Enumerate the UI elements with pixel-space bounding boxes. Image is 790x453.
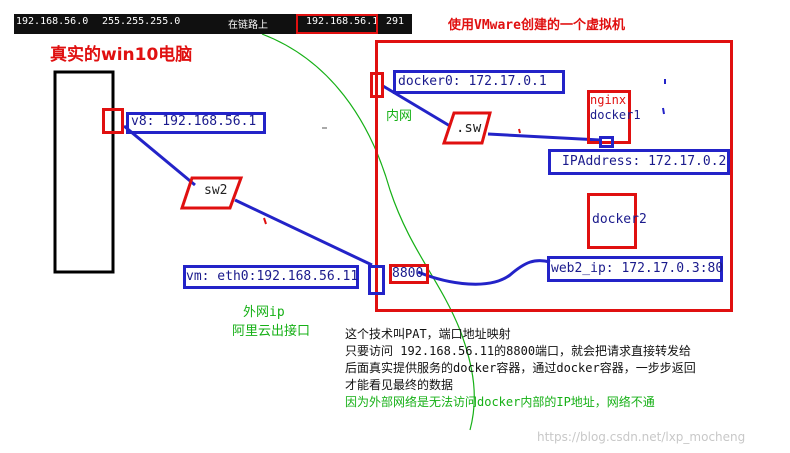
eth0-label-box	[183, 265, 359, 289]
host-machine-box	[53, 70, 115, 274]
route-network: 192.168.56.0	[16, 16, 89, 27]
vm-eth0-port	[368, 265, 385, 295]
docker2-label: docker2	[592, 212, 647, 227]
v8-label: v8: 192.168.56.1	[131, 114, 257, 129]
note-line-1: 这个技术叫PAT，端口地址映射	[345, 327, 511, 341]
note-line-3: 后面真实提供服务的docker容器，通过docker容器，一步步返回	[345, 361, 696, 375]
nginx-label: nginx	[590, 93, 627, 107]
sw2-label: sw2	[204, 183, 228, 198]
note-line-5: 因为外部网络是无法访问docker内部的IP地址，网络不通	[345, 395, 655, 409]
web2-label-box	[547, 256, 723, 282]
v8-port	[102, 108, 124, 134]
sw-switch-shape	[441, 111, 492, 145]
link-sw2-eth0	[234, 198, 373, 267]
sw2-switch-shape	[179, 176, 244, 210]
v8-label-box	[126, 112, 266, 134]
eth0-label: vm: eth0:192.168.56.11	[186, 269, 359, 284]
watermark: https://blog.csdn.net/lxp_mocheng	[537, 430, 746, 444]
vm-title: 使用VMware创建的一个虚拟机	[448, 18, 625, 33]
vm-box	[375, 40, 733, 312]
docker0-port	[370, 72, 384, 98]
ipaddress-label-box	[548, 149, 730, 175]
port-8800-label: 8800	[392, 266, 424, 281]
docker2-container	[587, 193, 637, 249]
docker1-label: docker1	[590, 108, 641, 122]
docker1-container	[587, 90, 631, 144]
note-line-4: 才能看见最终的数据	[345, 378, 454, 392]
docker0-label-box	[393, 70, 565, 94]
note-line-2: 只要访问 192.168.56.11的8800端口，就会把请求直接转发给	[345, 344, 692, 358]
route-metric: 291	[386, 16, 405, 27]
link-8800-web2	[417, 259, 551, 286]
route-interface: 192.168.56.1	[306, 16, 379, 27]
green-freehand-curve	[261, 33, 475, 431]
external-ip-label: 外网ip	[243, 305, 285, 320]
blue-mark-2	[662, 107, 665, 115]
route-netmask: 255.255.255.0	[102, 16, 181, 27]
docker1-port	[599, 136, 614, 148]
sw-label: .sw	[456, 120, 482, 136]
port-8800-box	[389, 264, 429, 284]
web2-label: web2_ip: 172.17.0.3:80	[551, 261, 724, 276]
aliyun-interface-label: 阿里云出接口	[232, 324, 311, 339]
red-mark-1	[263, 217, 267, 225]
route-table-bar: 192.168.56.0 255.255.255.0 在链路上 192.168.…	[14, 14, 412, 34]
internal-network-label: 内网	[386, 109, 413, 124]
docker0-label: docker0: 172.17.0.1	[398, 74, 547, 89]
red-mark-2	[518, 128, 521, 134]
link-sw-docker1	[487, 132, 601, 142]
host-title: 真实的win10电脑	[50, 45, 193, 65]
link-v8-sw2	[123, 124, 196, 187]
ipaddress-label: IPAddress: 172.17.0.2	[562, 154, 727, 169]
route-highlight-box	[296, 14, 378, 34]
route-gateway-label: 在链路上	[228, 20, 268, 31]
